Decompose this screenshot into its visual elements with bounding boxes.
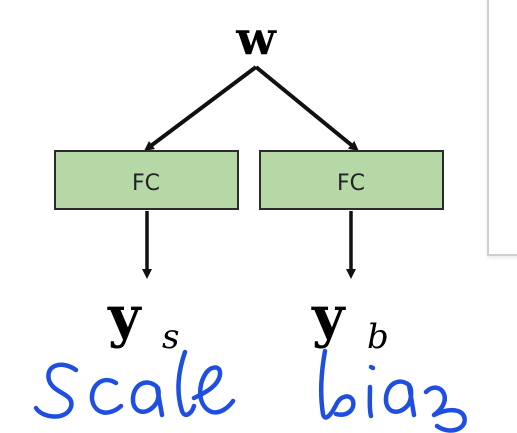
left-fc-label: FC	[132, 171, 160, 196]
right-fc-label: FC	[337, 171, 365, 196]
right-fc-block: FC	[259, 150, 444, 210]
partial-side-panel	[487, 0, 517, 256]
output-ys-subscript: s	[162, 317, 179, 357]
left-fc-box	[54, 150, 239, 210]
handwritten-bias-annotation	[319, 348, 467, 433]
output-yb-main: y	[311, 284, 346, 350]
left-output-ys: y s	[107, 284, 179, 357]
output-yb-subscript: b	[367, 317, 389, 357]
arrow-w-to-right-fc	[254, 65, 359, 152]
right-output-yb: y b	[311, 284, 389, 357]
arrow-w-to-left-fc	[144, 65, 258, 151]
output-ys-main: y	[107, 284, 142, 350]
handwritten-scale-annotation	[33, 349, 236, 419]
left-fc-block: FC	[54, 150, 239, 210]
input-w-label: w	[235, 11, 277, 65]
right-fc-box	[259, 150, 444, 210]
